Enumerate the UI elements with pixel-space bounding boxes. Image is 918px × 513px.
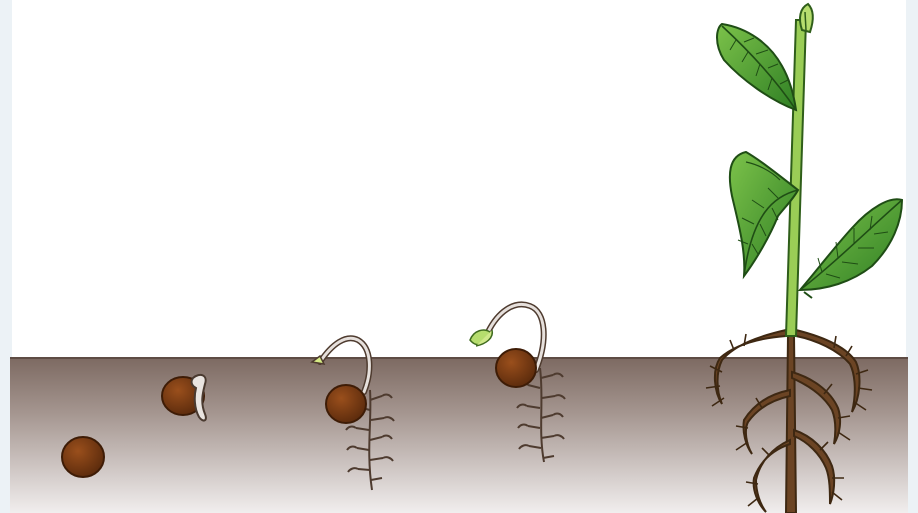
stage-1-seed (62, 437, 104, 477)
soil (10, 358, 908, 513)
